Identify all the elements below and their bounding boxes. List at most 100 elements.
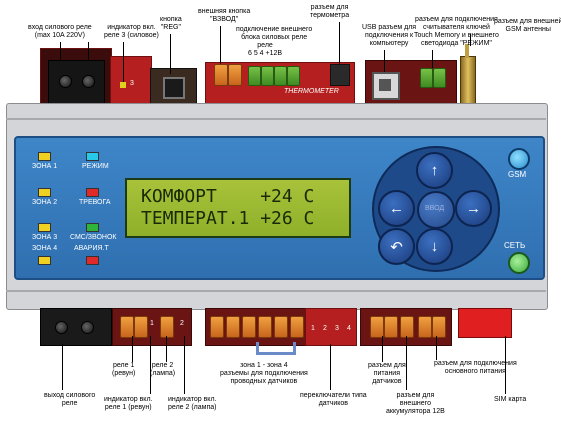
relay1-connector[interactable] <box>120 316 134 338</box>
arm-button-connector[interactable] <box>228 64 242 86</box>
reg-button[interactable] <box>163 77 185 99</box>
ann-relay3-indicator: индикатор вкл. реле 3 (силовое) <box>104 24 159 39</box>
gsm-antenna-connector[interactable] <box>460 56 476 106</box>
leader-line <box>170 34 171 74</box>
leader-line <box>330 344 331 390</box>
leader-line <box>432 50 433 68</box>
lcd-line-1: КОМФОРТ +24 С <box>141 186 315 207</box>
screw-icon <box>59 75 72 88</box>
relay-pin-6[interactable] <box>248 66 261 86</box>
relay3-mark: 3 <box>130 80 134 87</box>
ann-relay1: реле 1 (ревун) <box>112 362 136 377</box>
relay1-mark: 1 <box>150 320 154 327</box>
leader-line <box>505 336 506 394</box>
arrow-down-icon: ↓ <box>430 238 439 255</box>
zone1-led <box>38 152 51 161</box>
sensor-switch-block: 1 2 3 4 <box>305 308 357 346</box>
arrow-up-icon: ↑ <box>430 162 439 179</box>
zone-connector[interactable] <box>290 316 304 338</box>
gsm-label: GSM <box>508 170 527 179</box>
ann-relay2-indicator: индикатор вкл. реле 2 (лампа) <box>168 396 217 411</box>
usb-icon <box>379 79 391 91</box>
main-power-connector[interactable] <box>432 316 446 338</box>
leader-line <box>62 344 63 390</box>
key-reader-connector[interactable] <box>420 68 433 88</box>
sensor-power-connector[interactable] <box>384 316 398 338</box>
net-indicator <box>508 252 530 274</box>
mode-led <box>86 152 99 161</box>
leader-line <box>220 26 221 64</box>
top-relay3-block <box>110 56 152 106</box>
relay-pin-5[interactable] <box>261 66 274 86</box>
ann-ext-relay-block: подключение внешнего блока силовых реле <box>236 26 313 41</box>
ann-relay1-indicator: индикатор вкл. реле 1 (ревун) <box>104 396 153 411</box>
leader-line <box>132 336 133 362</box>
thermometer-connector[interactable] <box>330 64 350 86</box>
zone-connector[interactable] <box>226 316 240 338</box>
zone3-led <box>38 223 51 232</box>
sms-call-label: СМС/ЗВОНОК <box>70 234 117 241</box>
arrow-right-icon: → <box>466 200 481 217</box>
switch-4-label: 4 <box>347 325 351 332</box>
down-button[interactable]: ↓ <box>416 228 453 265</box>
relay2-connector[interactable] <box>160 316 174 338</box>
bottom-relay-output-block <box>40 308 112 346</box>
ann-reg-button: кнопка "REG" <box>160 16 182 31</box>
sim-card-slot[interactable] <box>458 308 512 338</box>
zone-connector[interactable] <box>210 316 224 338</box>
right-button[interactable]: → <box>455 190 492 227</box>
ann-sim: SIM карта <box>494 396 527 403</box>
enter-button[interactable]: ВВОД <box>417 191 455 229</box>
mode-label: РЕЖИМ <box>82 163 109 170</box>
leader-line <box>436 336 437 360</box>
fault-label: АВАРИЯ.Т <box>74 245 109 252</box>
leader-line <box>166 336 167 362</box>
alarm-led <box>86 188 99 197</box>
housing-groove <box>6 118 546 120</box>
relay3-led <box>120 82 126 88</box>
relay-pin-12v[interactable] <box>287 66 300 86</box>
lcd-line-2: ТЕМПЕРАТ.1 +26 С <box>141 208 315 229</box>
key-reader-connector[interactable] <box>433 68 446 88</box>
switch-3-label: 3 <box>335 325 339 332</box>
gsm-antenna-pin <box>465 44 469 58</box>
enter-button-label: ВВОД <box>425 205 445 212</box>
ann-thermometer: разъем для термометра <box>310 4 350 19</box>
back-button[interactable]: ↶ <box>378 228 415 265</box>
zone4-label: ЗОНА 4 <box>32 245 58 252</box>
screw-icon <box>81 321 94 334</box>
relay1-connector[interactable] <box>134 316 148 338</box>
top-power-terminal <box>48 60 105 104</box>
leader-line <box>470 34 471 46</box>
ann-key-reader: разъем для подключения считывателя ключе… <box>414 16 499 47</box>
sensor-power-connector[interactable] <box>370 316 384 338</box>
zone-connector[interactable] <box>242 316 256 338</box>
undo-icon: ↶ <box>390 238 403 256</box>
zone3-label: ЗОНА 3 <box>32 234 58 241</box>
screw-icon <box>55 321 68 334</box>
arm-button-connector[interactable] <box>214 64 228 86</box>
net-label: СЕТЬ <box>504 241 526 250</box>
left-button[interactable]: ← <box>378 190 415 227</box>
up-button[interactable]: ↑ <box>416 152 453 189</box>
zone1-label: ЗОНА 1 <box>32 163 58 170</box>
usb-port[interactable] <box>372 72 400 100</box>
zone4-led <box>38 256 51 265</box>
ann-power-relay-input: вход силового реле (max 10A 220V) <box>28 24 92 39</box>
arrow-left-icon: ← <box>389 200 404 217</box>
gsm-indicator <box>508 148 530 170</box>
alarm-label: ТРЕВОГА <box>79 199 111 206</box>
zone-connector[interactable] <box>258 316 272 338</box>
relay-pin-4[interactable] <box>274 66 287 86</box>
main-power-connector[interactable] <box>418 316 432 338</box>
ann-relay2: реле 2 (лампа) <box>150 362 176 377</box>
ann-sensor-switch: переключатели типа датчиков <box>300 392 367 407</box>
leader-line <box>150 336 151 394</box>
zone-connector[interactable] <box>274 316 288 338</box>
battery-connector[interactable] <box>400 316 414 338</box>
ann-arm-button: внешняя кнопка "ВЗВОД" <box>198 8 251 23</box>
ann-relay-output: выход силового реле <box>44 392 96 407</box>
leader-line <box>88 42 89 60</box>
ann-main-power: разъем для подключения основного питания <box>434 360 517 375</box>
reg-button-block <box>150 68 197 106</box>
